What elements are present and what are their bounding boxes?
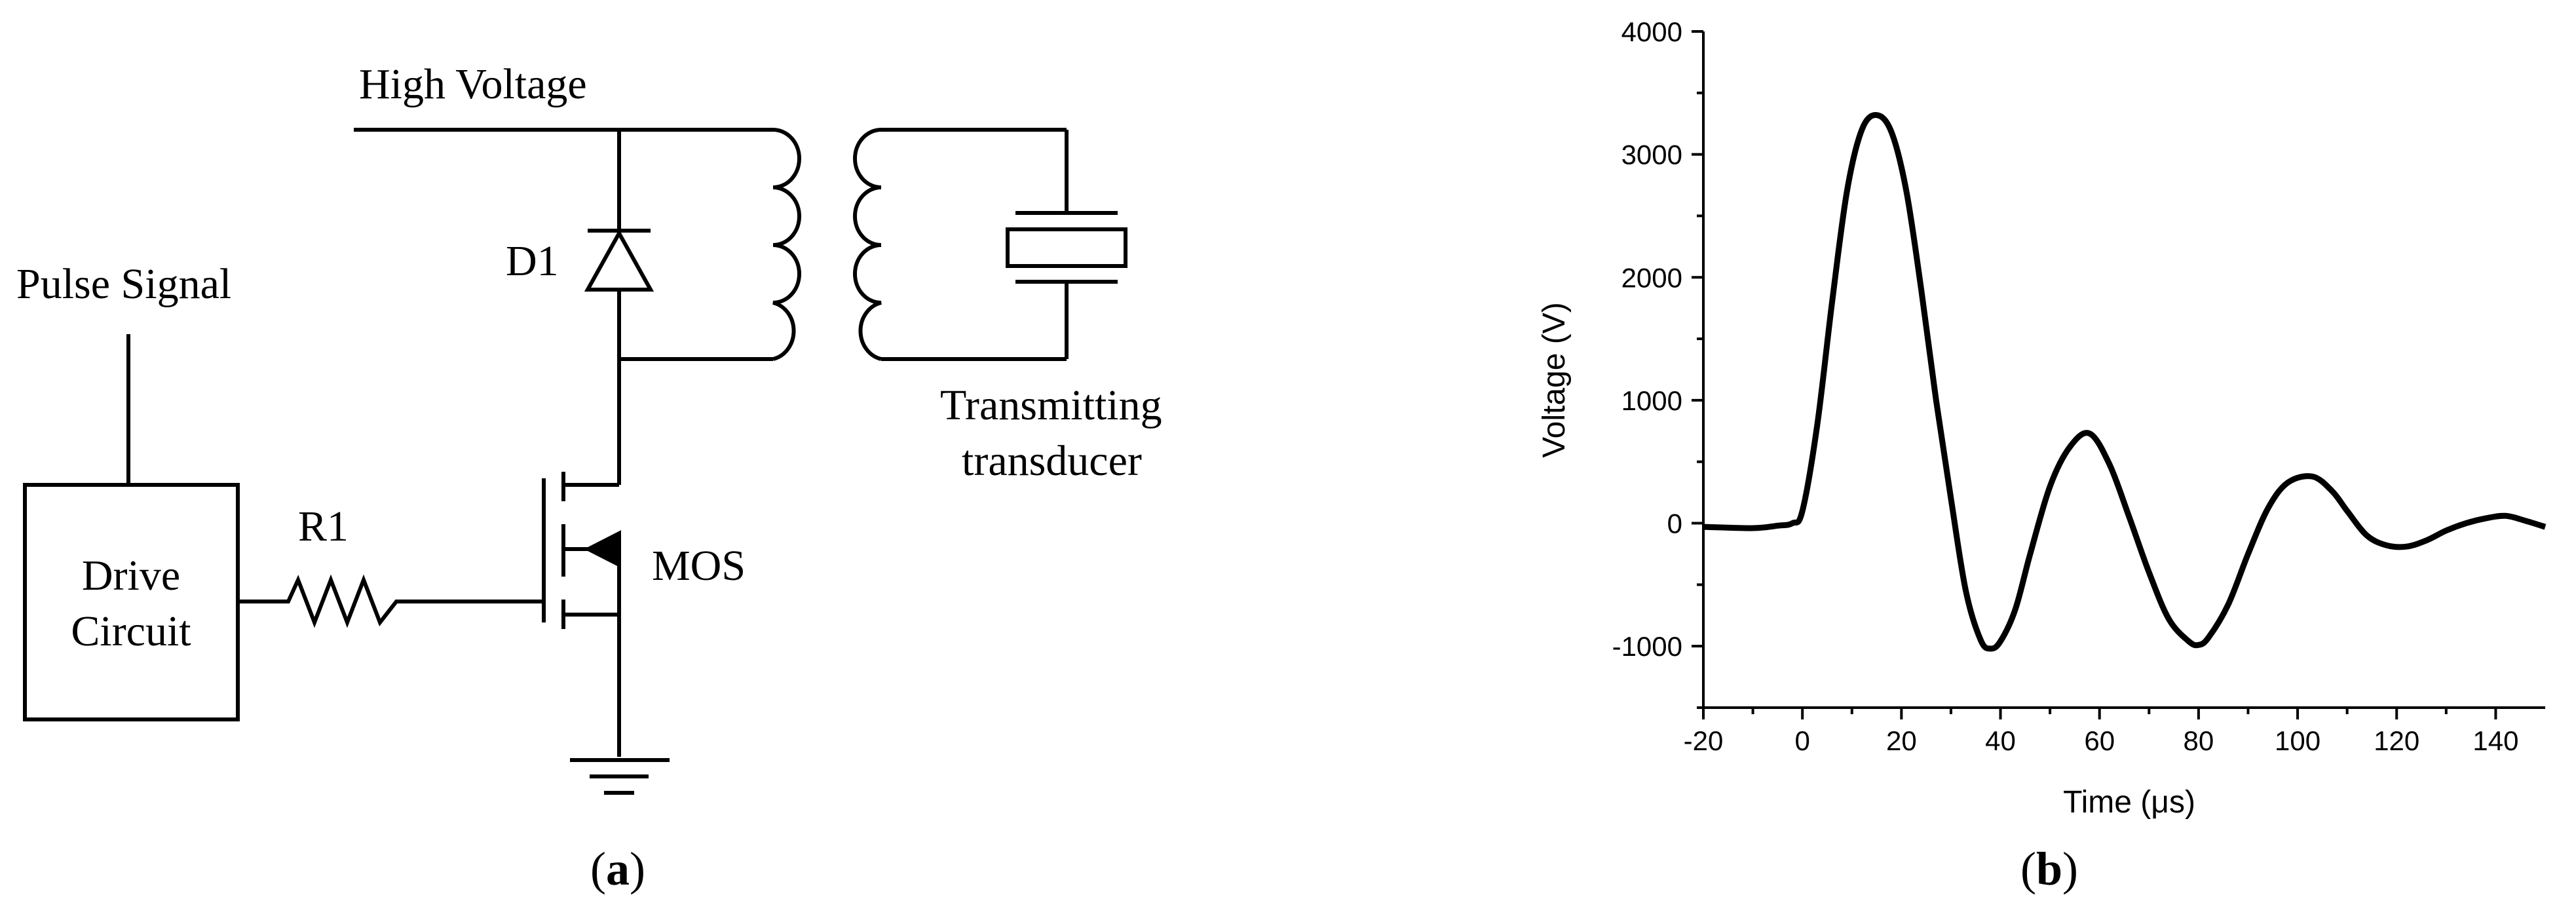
- x-tick-label: 20: [1886, 725, 1917, 756]
- x-tick-label: 40: [1985, 725, 2016, 756]
- mos-transistor: [542, 472, 621, 757]
- caption-b: (b): [2020, 843, 2078, 895]
- chart-ticks: [1692, 30, 2497, 719]
- axis-lines: [1702, 31, 2545, 709]
- waveform-chart: -20 0 20 40 60 80 100 120 140 -1000 0 1000 2000 3000 4…: [1537, 16, 2547, 820]
- x-axis-label: Time (μs): [2063, 785, 2195, 820]
- x-tick-label: 100: [2275, 725, 2320, 756]
- diode-d1: [584, 229, 654, 292]
- primary-coil: [772, 128, 801, 361]
- ground-symbol: [570, 758, 670, 795]
- transducer-label-line1: Transmitting: [940, 381, 1162, 429]
- transducer-label-line2: transducer: [962, 437, 1142, 485]
- y-tick-label: 3000: [1621, 140, 1682, 170]
- transducer-element: [1006, 211, 1127, 284]
- x-tick-label: -20: [1684, 725, 1724, 756]
- y-tick-label: 1000: [1621, 385, 1682, 416]
- x-tick-label: 60: [2084, 725, 2115, 756]
- x-tick-label: 140: [2472, 725, 2518, 756]
- r1-label: R1: [298, 503, 349, 550]
- secondary-coil: [853, 128, 882, 361]
- d1-label: D1: [506, 237, 559, 285]
- y-tick-label: 4000: [1621, 16, 1682, 47]
- chart-axes: [1702, 31, 2545, 709]
- drive-circuit-box: [23, 483, 240, 721]
- caption-a: (a): [590, 843, 645, 895]
- x-tick-label: 80: [2184, 725, 2214, 756]
- pulse-signal-label: Pulse Signal: [16, 260, 231, 308]
- x-tick-label: 120: [2374, 725, 2419, 756]
- x-tick-label: 0: [1794, 725, 1809, 756]
- resistor-r1: [239, 574, 406, 628]
- y-tick-label: 0: [1667, 508, 1682, 539]
- series-line-voltage: [1703, 112, 2547, 652]
- y-tick-label: 2000: [1621, 262, 1682, 293]
- circuit-diagram: [23, 128, 1127, 795]
- y-tick-label: -1000: [1612, 631, 1682, 662]
- drive-label-line2: Circuit: [71, 607, 191, 655]
- y-axis-label: Voltage (V): [1537, 302, 1572, 457]
- high-voltage-label: High Voltage: [359, 60, 587, 108]
- drive-label-line1: Drive: [82, 552, 180, 600]
- mos-label: MOS: [652, 542, 746, 590]
